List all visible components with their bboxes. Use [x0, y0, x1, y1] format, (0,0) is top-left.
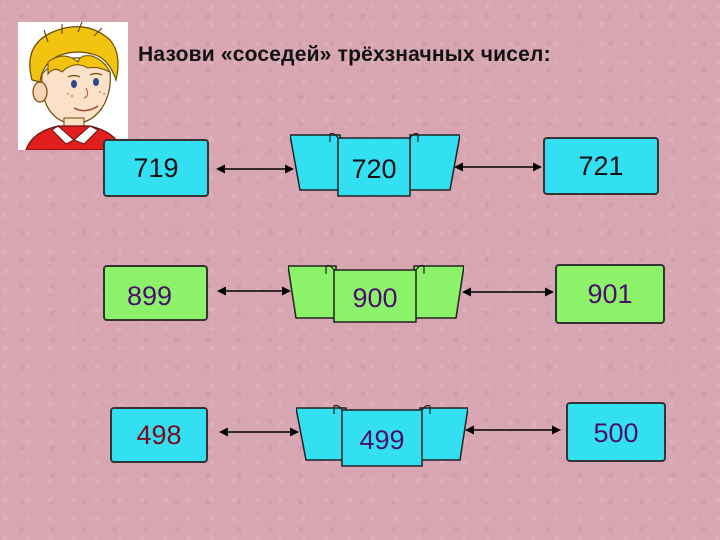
number-label: 499 [359, 425, 404, 456]
number-box-left: 498 [110, 407, 208, 463]
double-arrow-icon [465, 422, 561, 438]
double-arrow-icon [454, 159, 542, 175]
number-label: 500 [593, 418, 638, 449]
double-arrow-icon [462, 284, 554, 300]
number-label: 721 [578, 151, 623, 182]
number-label: 900 [352, 283, 397, 314]
double-arrow-icon [219, 424, 299, 440]
number-box-left: 719 [103, 139, 209, 197]
number-box-left: 899 [103, 265, 208, 321]
number-label: 719 [133, 153, 178, 184]
number-label: 720 [351, 154, 396, 185]
number-box-middle: 720 [338, 140, 410, 198]
boy-illustration [18, 22, 128, 150]
number-box-right: 721 [543, 137, 659, 195]
number-box-middle: 499 [342, 412, 422, 468]
double-arrow-icon [216, 161, 294, 177]
double-arrow-icon [217, 283, 291, 299]
number-box-right: 901 [555, 264, 665, 324]
number-box-right: 500 [566, 402, 666, 462]
page-title: Назови «соседей» трёхзначных чисел: [138, 43, 551, 67]
number-label: 901 [587, 279, 632, 310]
number-box-middle: 900 [334, 272, 416, 324]
number-label: 899 [127, 281, 172, 312]
number-label: 498 [136, 420, 181, 451]
